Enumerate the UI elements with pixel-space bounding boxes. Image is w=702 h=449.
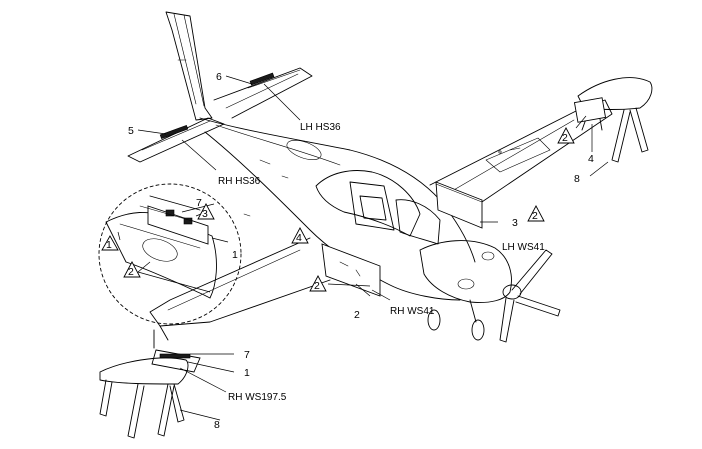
lh-wing-stand [573, 77, 653, 163]
cowling [419, 240, 522, 303]
item-number-7-outboard: 7 [244, 349, 250, 361]
svg-text:2: 2 [562, 132, 568, 144]
note-flag-2-detail: 2 [123, 261, 141, 278]
item-number-2: 2 [354, 309, 360, 321]
rh-ws197-label: RH WS197.5 [228, 392, 287, 403]
detail-view [98, 183, 242, 325]
item-number-3: 3 [512, 217, 518, 229]
svg-text:3: 3 [202, 208, 208, 220]
note-flag-2-lh-ws: 2 [527, 205, 545, 222]
station-callouts: LH HS36 RH HS36 LH WS41 RH WS41 RH WS197… [218, 122, 545, 403]
item-number-1-outboard: 1 [244, 367, 250, 379]
item-number-8-lh: 8 [574, 173, 580, 185]
note-flag-2-lh-wing: 2 [557, 127, 575, 144]
item-number-5: 5 [128, 125, 134, 137]
item-numbers: 6 5 7 1 3 4 8 2 7 1 8 [128, 71, 594, 431]
note-flags: 1 2 3 2 4 2 2 [101, 127, 575, 292]
item-number-4: 4 [588, 153, 594, 165]
lh-horizontal-stabilizer [213, 67, 313, 119]
cabin-windows [315, 170, 441, 245]
item-number-7-detail: 7 [196, 197, 202, 209]
note-flag-4-wing-root: 4 [291, 227, 309, 244]
note-flag-2-rh-ws: 2 [309, 275, 327, 292]
note-flag-1-detail: 1 [101, 235, 119, 251]
item-number-1-detail: 1 [232, 249, 238, 261]
rh-ws41-cradle [321, 243, 381, 297]
rh-horizontal-stabilizer [127, 117, 225, 163]
rh-ws197-cradle [151, 329, 201, 373]
svg-text:1: 1 [106, 239, 112, 251]
nose-gear [427, 299, 485, 341]
propeller [499, 249, 561, 343]
lh-wing [429, 99, 613, 211]
vertical-tail [165, 11, 213, 121]
rh-wing-stand [99, 357, 189, 439]
note-flag-3-detail: 3 [197, 203, 215, 220]
lh-ws41-label: LH WS41 [502, 242, 545, 253]
svg-text:2: 2 [128, 266, 134, 278]
svg-text:4: 4 [296, 232, 302, 244]
svg-text:2: 2 [314, 280, 320, 292]
item-number-8-rh: 8 [214, 419, 220, 431]
lh-hs36-label: LH HS36 [300, 122, 341, 133]
rh-hs36-label: RH HS36 [218, 176, 261, 187]
lh-ws41-cradle [435, 181, 483, 229]
rh-ws41-label: RH WS41 [390, 306, 435, 317]
svg-text:2: 2 [532, 210, 538, 222]
item-number-6: 6 [216, 71, 222, 83]
